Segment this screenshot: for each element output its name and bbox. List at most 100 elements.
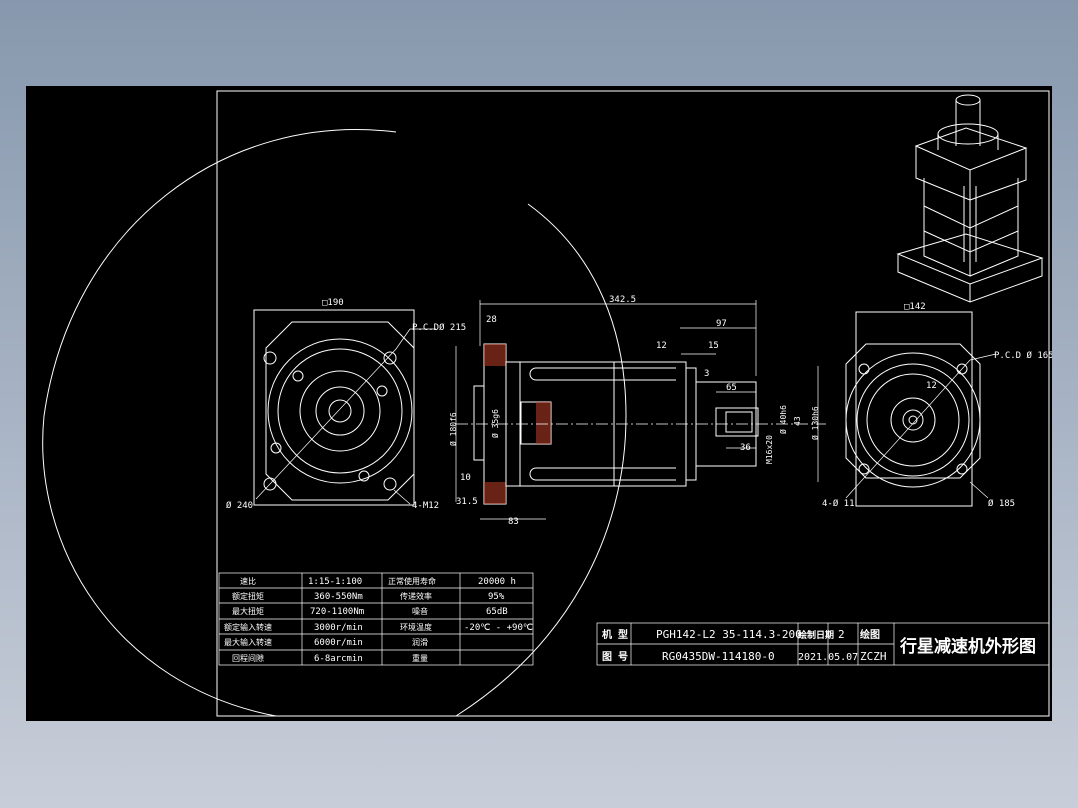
dim-side-3: 3 <box>704 369 709 379</box>
dim-front-pcd: P.C.DØ 215 <box>412 322 466 333</box>
spec-key: 传递效率 <box>400 591 432 601</box>
side-view: 342.5 28 97 12 15 3 65 36 10 31.5 83 Ø 1… <box>448 295 826 527</box>
iso-top-face <box>914 127 1028 171</box>
title-drawing-no: RG0435DW-114180-0 <box>662 650 775 663</box>
construction-arc-left <box>42 129 397 717</box>
iso-shaft <box>955 100 981 146</box>
spec-key: 额定扭矩 <box>232 591 264 601</box>
iso-body <box>923 178 1019 277</box>
spec-value: -20℃ - +90℃ <box>464 623 533 633</box>
rear-circle-outer <box>845 352 981 488</box>
title-date-a: 2 <box>838 628 845 641</box>
cad-drawing: □190 P.C.DØ 215 Ø 240 4-M12 <box>42 90 1052 717</box>
cad-viewport[interactable]: □190 P.C.DØ 215 Ø 240 4-M12 <box>26 86 1052 721</box>
side-slot-end <box>529 367 537 481</box>
dim-leader <box>969 353 997 361</box>
front-hole <box>263 351 277 365</box>
title-label-model: 机 型 <box>602 628 628 641</box>
rear-view: □142 P.C.D Ø 165 12 4-Ø 11 Ø 185 <box>822 302 1052 509</box>
spec-value: 3000r/min <box>314 623 363 633</box>
front-view: □190 P.C.DØ 215 Ø 240 4-M12 <box>226 298 466 511</box>
dim-side-d43: 43 <box>793 416 802 426</box>
rear-circle-inner <box>890 397 936 443</box>
dim-side-10: 10 <box>460 473 471 483</box>
dim-rear-12: 12 <box>926 381 937 391</box>
spec-value: 65dB <box>486 607 508 617</box>
side-flange-hatch <box>484 344 506 366</box>
spec-value: 720-1100Nm <box>310 607 364 617</box>
dim-side-65: 65 <box>726 383 737 393</box>
spec-value: 95% <box>488 592 505 602</box>
front-flange <box>265 321 415 501</box>
spec-key: 最大输入转速 <box>224 637 272 647</box>
front-hole <box>383 477 397 491</box>
construction-arc-right <box>455 203 627 717</box>
spec-key: 额定输入转速 <box>224 622 272 632</box>
front-hole <box>383 351 397 365</box>
dim-leader <box>255 348 397 500</box>
front-shaft <box>328 399 352 423</box>
spec-key: 噪音 <box>412 606 428 616</box>
spec-value: 6000r/min <box>314 638 363 648</box>
front-circle-inner <box>315 386 365 436</box>
spec-key: 润滑 <box>412 637 428 647</box>
rear-hole <box>956 363 968 375</box>
title-block: 机 型 PGH142-L2 35-114.3-200 图 号 RG0435DW-… <box>596 622 1050 666</box>
spec-key: 回程间隙 <box>232 653 264 663</box>
dim-side-28: 28 <box>486 315 497 325</box>
front-bolt <box>376 385 388 397</box>
dim-side-d356: Ø 35g6 <box>490 409 500 438</box>
rear-hole <box>858 463 870 475</box>
front-circle-mid <box>299 370 381 452</box>
dim-rear-dia: Ø 185 <box>988 498 1015 509</box>
dim-side-15: 15 <box>708 341 719 351</box>
dim-side-315: 31.5 <box>456 497 478 507</box>
rear-hole <box>858 363 870 375</box>
title-date-b: 2021.05.07 <box>798 652 858 663</box>
side-pilot <box>473 385 485 461</box>
isometric-view <box>896 94 1044 303</box>
side-bore-hatch <box>536 402 551 444</box>
spec-key: 正常使用寿命 <box>388 576 436 586</box>
front-circle-outer <box>267 338 413 484</box>
drawing-frame <box>216 90 1050 717</box>
dim-side-97: 97 <box>716 319 727 329</box>
rear-circle-pcd <box>856 363 970 477</box>
side-slot <box>536 367 676 481</box>
iso-top-block <box>915 146 1027 201</box>
side-shaft <box>715 407 759 437</box>
dim-leader <box>845 359 971 499</box>
iso-output-body <box>937 134 999 150</box>
front-hole <box>263 477 277 491</box>
rear-hole <box>956 463 968 475</box>
title-main: 行星减速机外形图 <box>899 636 1036 657</box>
rear-flange <box>845 343 981 479</box>
rear-shaft-center <box>908 415 918 425</box>
dim-side-83: 83 <box>508 517 519 527</box>
spec-value: 6-8arcmin <box>314 654 363 664</box>
rear-circle-mid <box>866 373 960 467</box>
iso-body-lines <box>923 205 1019 253</box>
side-flange-hatch <box>484 482 506 504</box>
front-bolt <box>292 370 304 382</box>
dim-rear-pcd: P.C.D Ø 165 <box>994 350 1052 361</box>
dim-side-d40: Ø 40h6 <box>778 405 788 434</box>
dim-front-holes: 4-M12 <box>412 501 439 511</box>
spec-value: 20000 h <box>478 577 516 587</box>
title-label-drawn: 绘图 <box>860 628 880 641</box>
title-model: PGH142-L2 35-114.3-200 <box>656 628 802 641</box>
rear-outline <box>855 311 973 507</box>
spec-key: 重量 <box>412 653 428 663</box>
spec-table: 速比 1:15-1:100 正常使用寿命 20000 h 额定扭矩 360-55… <box>218 572 534 666</box>
dim-side-overall: 342.5 <box>609 295 636 305</box>
spec-key: 环境温度 <box>400 622 432 632</box>
iso-shaft-top <box>955 94 981 106</box>
spec-value: 360-550Nm <box>314 592 363 602</box>
iso-body-ribs <box>963 186 977 262</box>
dim-rear-holes: 4-Ø 11 <box>822 498 855 509</box>
front-circle-pcd <box>277 348 403 474</box>
rear-shaft <box>902 409 924 431</box>
dim-rear-square: □142 <box>904 302 926 312</box>
dim-front-dia: Ø 240 <box>226 500 253 511</box>
spec-key: 速比 <box>240 576 256 586</box>
